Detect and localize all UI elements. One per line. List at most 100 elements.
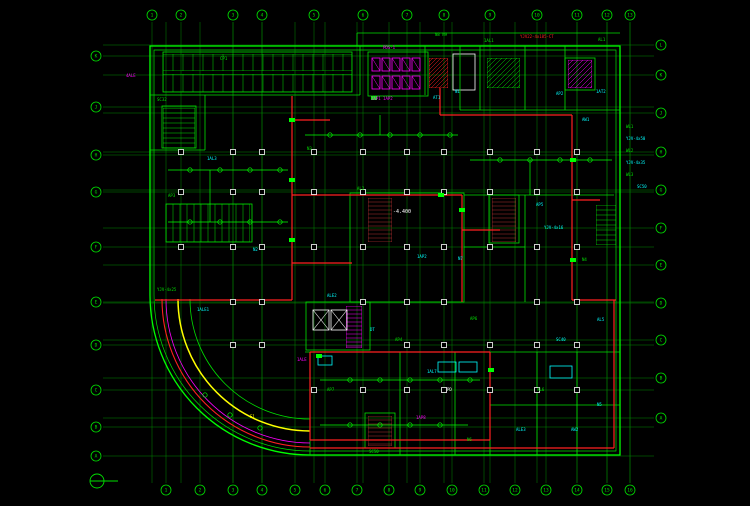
text-label: AP3 (168, 193, 176, 198)
text-label: N3 (307, 146, 312, 151)
grid-bubble (90, 450, 102, 462)
grid-bubble (401, 9, 413, 21)
column-marker (259, 149, 265, 155)
axis-label: 2 (199, 488, 202, 494)
text-label: AP4 (395, 337, 403, 342)
text-label: -4.400 (393, 209, 411, 215)
column-marker (441, 149, 447, 155)
axis-label: 13 (627, 13, 633, 19)
axis-label: 2 (180, 13, 183, 19)
grid-bubble (90, 186, 102, 198)
grid-bubble (655, 146, 667, 158)
distribution-box (316, 354, 322, 358)
axis-label: D (95, 343, 98, 349)
hatch-block (492, 198, 516, 242)
lamp-symbol (347, 422, 353, 428)
wall-rect (367, 51, 429, 97)
column-marker (259, 189, 265, 195)
hatch-outline (163, 74, 352, 92)
axis-label: B (660, 376, 663, 382)
lamp-symbol (497, 157, 503, 163)
axis-label: F (660, 226, 663, 232)
wall-rect (165, 203, 253, 243)
hatch-line (429, 58, 430, 59)
distribution-box (289, 238, 295, 242)
grid-bubble (571, 484, 583, 496)
grid-bubble (624, 484, 636, 496)
axis-label: 13 (543, 488, 549, 494)
lamp-symbol (377, 377, 383, 383)
grid-bubble (194, 484, 206, 496)
axis-label: 8 (388, 488, 391, 494)
hatch-line (501, 69, 520, 88)
text-label: 1ALE (297, 357, 307, 362)
switchgear-panel (391, 57, 401, 72)
lamp-symbol (447, 132, 453, 138)
text-label: YJV-4x16 (544, 225, 564, 230)
column-marker (230, 244, 236, 250)
text-label: N7 (458, 256, 463, 261)
text-label: PDS-1 (383, 45, 396, 50)
hatch-line (487, 58, 493, 64)
column-marker (534, 244, 540, 250)
grid-bubble (289, 484, 301, 496)
column-marker (574, 244, 580, 250)
text-label: DT (370, 327, 375, 332)
hatch-line (491, 59, 520, 88)
switchgear-panel-hatch (391, 57, 401, 72)
hatch-outline (568, 60, 592, 88)
hatch-block (346, 306, 362, 348)
hatch-line (429, 66, 448, 87)
text-label: N2 (253, 247, 258, 252)
axis-label: 10 (449, 488, 455, 494)
hatch-line (430, 70, 448, 88)
lamp-symbol (437, 377, 443, 383)
column-marker (441, 387, 447, 393)
grid-bubble (655, 334, 667, 346)
corridor-arc (189, 298, 311, 420)
column-marker (441, 342, 447, 348)
wall-rect (161, 105, 197, 149)
switchgear-panel-hatch (391, 75, 401, 90)
grid-bubble (256, 484, 268, 496)
layer-symbols (89, 57, 580, 489)
hatch-line (568, 60, 584, 76)
hatch-block (568, 60, 592, 88)
layer-hatch (163, 54, 616, 446)
axis-label: 6 (324, 488, 327, 494)
equipment-box (317, 355, 333, 366)
distribution-box (371, 96, 377, 100)
grid-bubble (160, 484, 172, 496)
switchgear-panel (401, 75, 411, 90)
column-marker (259, 299, 265, 305)
hatch-line (568, 60, 579, 71)
grid-bubble (90, 50, 102, 62)
column-marker (487, 189, 493, 195)
column-marker (360, 387, 366, 393)
column-marker (360, 189, 366, 195)
column-marker (360, 299, 366, 305)
text-label: AT1 (433, 95, 441, 100)
hatch-line (584, 80, 592, 88)
grid-bubble (146, 9, 158, 21)
axis-label: 3 (232, 13, 235, 19)
text-label: SC50 (637, 184, 647, 189)
axis-label: 4 (261, 13, 264, 19)
column-marker (441, 244, 447, 250)
switchgear-panel (381, 57, 391, 72)
grid-bubble (531, 9, 543, 21)
grid-bubble (655, 184, 667, 196)
column-marker (404, 189, 410, 195)
hatch-line (506, 74, 520, 88)
text-label: 4ALE (126, 73, 136, 78)
lamp-symbol (187, 167, 193, 173)
text-label: SC50 (369, 449, 379, 454)
column-marker (487, 149, 493, 155)
text-label: AW1 (582, 117, 590, 122)
axis-label: C (660, 338, 663, 344)
column-marker (360, 149, 366, 155)
hatch-line (487, 58, 488, 59)
column-marker (178, 149, 184, 155)
